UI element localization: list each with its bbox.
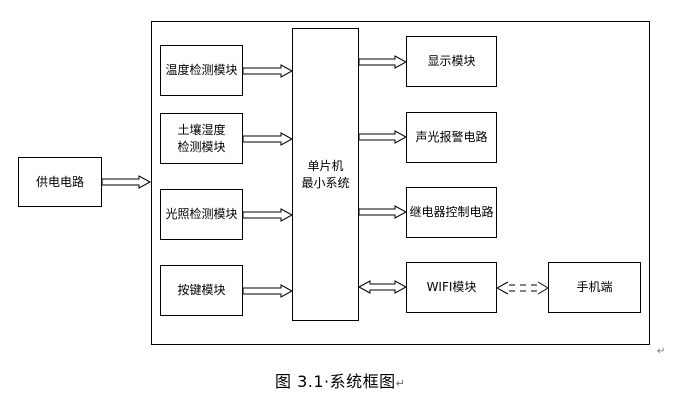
relay-control-box: 继电器控制电路 (406, 187, 497, 238)
power-supply-box: 供电电路 (18, 157, 102, 207)
mcu-minimum-system-box: 单片机 最小系统 (292, 28, 359, 321)
mobile-phone-box: 手机端 (548, 262, 641, 313)
keypad-box: 按键模块 (160, 265, 243, 316)
sound-light-alarm-box: 声光报警电路 (406, 112, 497, 163)
soil-humidity-detection-box: 土壤湿度 检测模块 (160, 113, 243, 164)
figure-caption: 图 3.1·系统框图↵ (275, 368, 405, 392)
caption-paragraph-mark: ↵ (395, 377, 406, 390)
arrow-power-to-system (101, 175, 152, 189)
system-frame (151, 21, 650, 345)
caption-text: 图 3.1·系统框图 (275, 372, 396, 391)
paragraph-end-mark: ↵ (657, 346, 666, 357)
light-detection-box: 光照检测模块 (160, 189, 243, 240)
display-module-box: 显示模块 (406, 36, 497, 87)
temperature-detection-box: 温度检测模块 (160, 45, 243, 96)
wifi-module-box: WIFI模块 (406, 262, 497, 313)
